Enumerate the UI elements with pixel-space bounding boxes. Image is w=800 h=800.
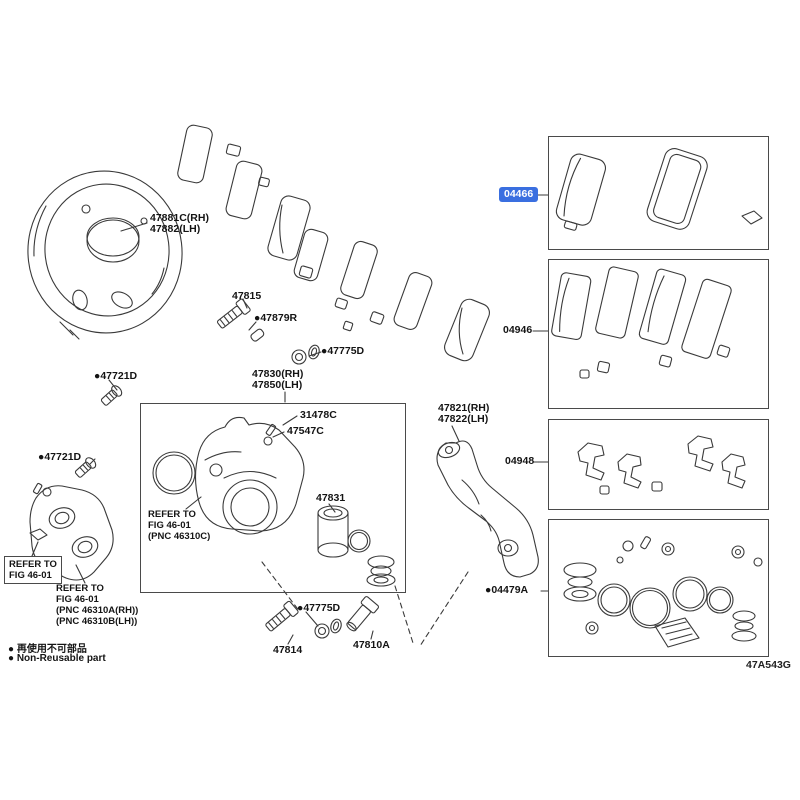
pad-kit-drawing: [555, 148, 763, 231]
part-label-47775d-top[interactable]: ●47775D: [321, 345, 365, 357]
bolt-47721d-b-drawing: [74, 457, 97, 478]
refer-note-lower: REFER TO FIG 46-01 (PNC 46310A(RH)) (PNC…: [56, 583, 138, 627]
bush-47775d-bottom-drawing: [314, 618, 342, 639]
seal-kit-box: [548, 519, 769, 657]
slide-pin-upper-drawing: [216, 298, 251, 329]
part-label-47831[interactable]: 47831: [316, 492, 346, 504]
refer-note-line: REFER TO: [56, 583, 104, 594]
part-label-47821[interactable]: 47821(RH): [438, 402, 490, 414]
caliper-refer-drawing: [29, 482, 114, 581]
part-label-04948[interactable]: 04948: [505, 455, 535, 467]
part-label-47810a[interactable]: 47810A: [353, 639, 390, 651]
part-label-47881c[interactable]: 47881C(RH): [150, 212, 209, 224]
piston-boot-drawing: [366, 555, 396, 587]
legend-non-reusable-jp: ● 再使用不可部品: [8, 644, 87, 655]
caliper-detail-box: [140, 403, 406, 593]
part-label-04946[interactable]: 04946: [503, 324, 533, 336]
dust-shield-drawing: [27, 170, 183, 340]
refer-note-line: (PNC 46310A(RH)): [56, 605, 139, 616]
refer-note-line: REFER TO: [9, 559, 57, 570]
refer-note-line: (PNC 46310C): [148, 531, 211, 542]
part-label-47830[interactable]: 47830(RH): [252, 368, 304, 380]
legend-non-reusable-en: ● Non-Reusable part: [8, 653, 106, 664]
part-label-47822[interactable]: 47822(LH): [438, 413, 489, 425]
part-label-47879r[interactable]: ●47879R: [254, 312, 298, 324]
seal-kit-drawing: [563, 536, 763, 648]
bush-47879r-drawing: [250, 328, 265, 342]
caliper-assembly-drawing: [194, 416, 305, 535]
part-label-47721d-a[interactable]: ●47721D: [94, 370, 138, 382]
pad-cascade-drawing: [177, 124, 490, 362]
part-label-04479a[interactable]: ●04479A: [485, 584, 529, 596]
shim-kit-box: [548, 259, 769, 409]
part-label-04466-highlighted[interactable]: 04466: [499, 187, 539, 202]
part-label-47850[interactable]: 47850(LH): [252, 379, 303, 391]
bolt-47721d-a-drawing: [100, 385, 123, 406]
refer-note-line: FIG 46-01: [148, 520, 191, 531]
bush-47775d-top-drawing: [291, 344, 320, 365]
part-label-31478c[interactable]: 31478C: [300, 409, 337, 421]
refer-note-line: FIG 46-01: [56, 594, 99, 605]
refer-note-center: REFER TO FIG 46-01 (PNC 46310C): [148, 509, 210, 542]
refer-note-left: REFER TO FIG 46-01: [4, 556, 62, 584]
part-label-47814[interactable]: 47814: [273, 644, 303, 656]
fitting-kit-box: [548, 419, 769, 510]
pad-kit-box: [548, 136, 769, 250]
part-label-47721d-b[interactable]: ●47721D: [38, 451, 82, 463]
refer-note-line: (PNC 46310B(LH)): [56, 616, 138, 627]
bolt-47810a-drawing: [346, 596, 380, 632]
piston-seal-drawing: [347, 529, 371, 553]
shim-kit-drawing: [551, 266, 732, 379]
oring-drawing: [152, 451, 196, 495]
part-label-47882[interactable]: 47882(LH): [150, 223, 201, 235]
refer-note-line: REFER TO: [148, 509, 196, 520]
dashed-assembly-lines: [261, 561, 469, 647]
part-label-47775d-bottom[interactable]: ●47775D: [297, 602, 341, 614]
part-label-47815[interactable]: 47815: [232, 290, 262, 302]
part-label-47547c[interactable]: 47547C: [287, 425, 324, 437]
fitting-kit-drawing: [577, 435, 746, 495]
refer-note-line: FIG 46-01: [9, 570, 52, 581]
diagram-code: 47A543G: [746, 659, 791, 671]
slide-pin-lower-drawing: [265, 600, 299, 632]
mounting-bracket-drawing: [436, 440, 539, 578]
